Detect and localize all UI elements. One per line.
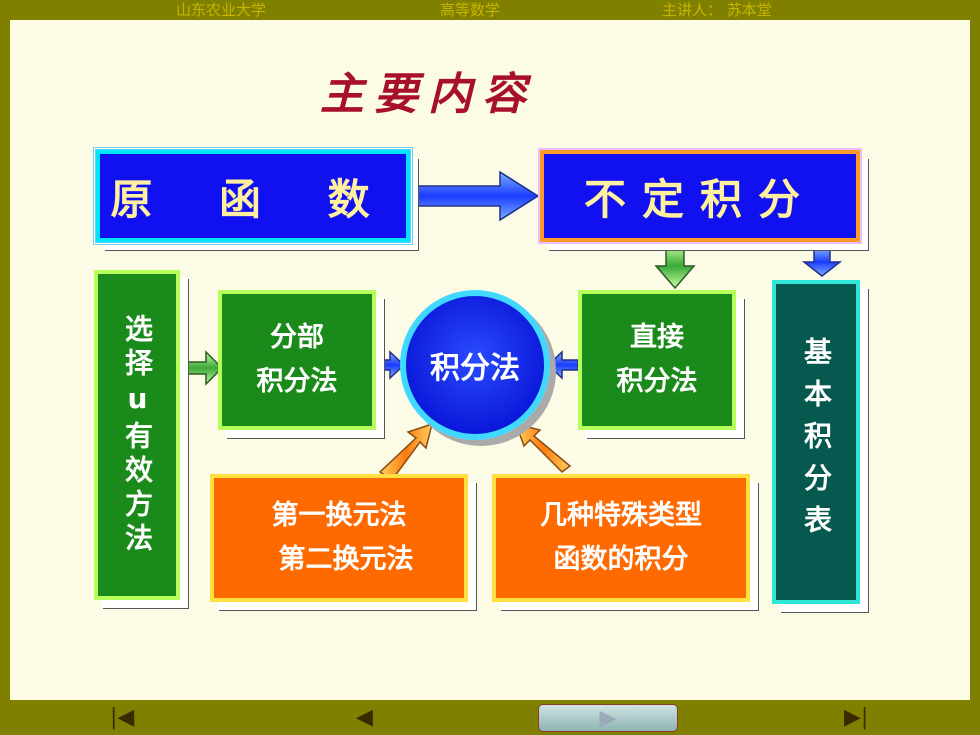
node-antiderivative: 原 函 数 <box>93 147 413 245</box>
header-course: 高等数学 <box>440 1 501 19</box>
arrow-to-table <box>801 247 843 277</box>
arrow-to-direct <box>654 243 696 290</box>
arrow-parts-to-methods <box>373 350 406 380</box>
node-substitution-line2: 第二换元法 <box>278 544 414 575</box>
node-indefinite-integral: 不定积分 <box>538 148 862 244</box>
node-indefinite-integral-label: 不定积分 <box>583 174 816 224</box>
last-slide-icon[interactable]: ▶| <box>844 705 869 730</box>
arrow-choose-to-parts <box>177 350 224 386</box>
node-direct-line1: 直接 <box>630 322 684 353</box>
arrow-substitution-to-methods <box>378 422 434 482</box>
arrow-direct-to-methods <box>546 350 579 380</box>
node-substitution-line1: 第一换元法 <box>271 500 407 531</box>
previous-slide-icon[interactable]: ◀ <box>356 705 373 730</box>
slide-navigation-bar: |◀ ◀ ▶| <box>0 700 980 735</box>
node-choose-u-label: 选择u有效方法 <box>121 313 154 557</box>
node-integration-methods: 积分法 <box>400 290 550 440</box>
node-special-line1: 几种特殊类型 <box>540 500 702 531</box>
node-direct-line2: 积分法 <box>616 366 698 397</box>
node-antiderivative-label: 原 函 数 <box>110 174 396 224</box>
header-university: 山东农业大学 <box>176 1 267 19</box>
node-basic-table-label: 基本积分表 <box>800 337 833 547</box>
node-choose-u: 选择u有效方法 <box>94 270 180 600</box>
node-basic-integral-table: 基本积分表 <box>772 280 860 604</box>
node-substitution: 第一换元法 第二换元法 <box>210 474 468 602</box>
node-integration-by-parts: 分部 积分法 <box>218 290 376 430</box>
arrow-antiderivative-to-indefinite <box>412 170 540 222</box>
first-slide-icon[interactable]: |◀ <box>110 705 135 730</box>
next-slide-button[interactable]: ▶ <box>538 704 678 732</box>
node-parts-line2: 积分法 <box>256 366 338 397</box>
slide-title: 主要内容 <box>320 69 536 120</box>
node-special-types: 几种特殊类型 函数的积分 <box>492 474 750 602</box>
node-integration-methods-label: 积分法 <box>430 351 520 386</box>
slide-header: 山东农业大学 高等数学 主讲人： 苏本堂 <box>0 0 980 20</box>
node-direct-integration: 直接 积分法 <box>578 290 736 430</box>
node-parts-line1: 分部 <box>270 322 324 353</box>
arrow-special-to-methods <box>514 422 572 473</box>
node-special-line2: 函数的积分 <box>553 544 689 575</box>
header-lecturer: 主讲人： 苏本堂 <box>662 1 772 19</box>
next-slide-icon: ▶ <box>599 705 617 731</box>
